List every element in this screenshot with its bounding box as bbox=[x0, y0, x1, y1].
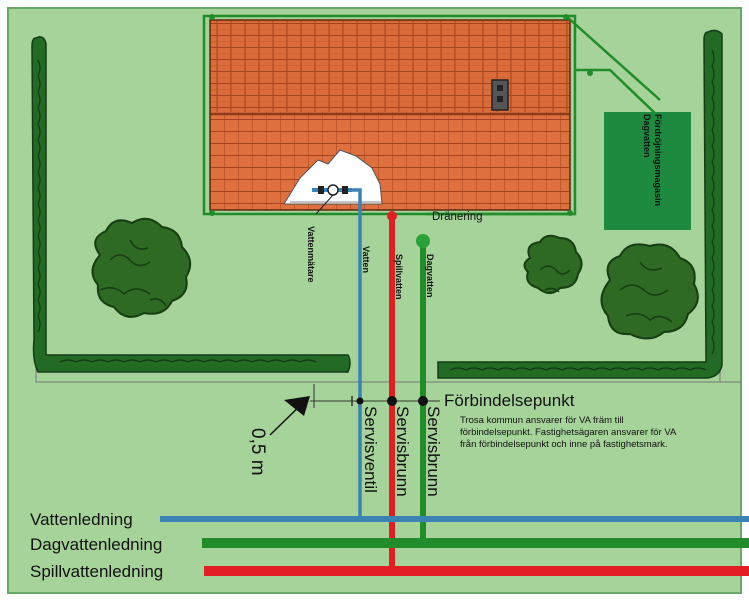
tree-left bbox=[91, 217, 192, 318]
distance-arrow-icon bbox=[269, 396, 310, 436]
connection-point-label: Förbindelsepunkt bbox=[444, 391, 575, 410]
tree-right-large bbox=[600, 243, 699, 340]
house-roof bbox=[209, 19, 571, 211]
water-meter-icon bbox=[312, 184, 352, 196]
storage-label-line-1: Fördröjningsmagasin bbox=[653, 114, 663, 206]
meter-pointer bbox=[315, 194, 334, 215]
storage-label-line-2: Dagvatten bbox=[642, 114, 652, 158]
service-well-label-2: Servisbrunn bbox=[424, 406, 443, 497]
service-well-label-1: Servisbrunn bbox=[393, 406, 412, 497]
note-line-2: förbindelsepunkt. Fastighetsägaren ansva… bbox=[460, 427, 677, 438]
hedge-left-texture bbox=[37, 59, 317, 363]
storage-box bbox=[604, 112, 691, 230]
drainage-label: Dränering bbox=[432, 211, 483, 223]
hedge-left bbox=[31, 36, 351, 373]
water-main-label: Vattenledning bbox=[30, 510, 133, 529]
gutter-lines bbox=[202, 14, 661, 216]
responsibility-note: Trosa kommun ansvarer för VA främ till f… bbox=[460, 415, 678, 450]
storage-box-label: Fördröjningsmagasin Dagvatten bbox=[642, 114, 663, 209]
water-label: Vatten bbox=[361, 246, 371, 273]
note-line-1: Trosa kommun ansvarer för VA främ till bbox=[460, 415, 624, 426]
storm-well-dot bbox=[418, 396, 428, 406]
lawn-border bbox=[7, 7, 742, 594]
chimney-icon bbox=[491, 79, 509, 111]
stormwater-label: Dagvatten bbox=[425, 254, 435, 298]
sewage-main-label: Spillvattenledning bbox=[30, 562, 163, 581]
sewage-well-dot bbox=[387, 396, 397, 406]
sewage-label: Spillvatten bbox=[394, 254, 404, 300]
note-line-3: från förbindelsepunkt och inne på fastig… bbox=[460, 439, 668, 450]
storm-main-label: Dagvattenledning bbox=[30, 535, 162, 554]
water-meter-label: Vattenmätare bbox=[306, 226, 316, 283]
hedge-right-texture bbox=[449, 49, 715, 371]
tree-right-small bbox=[523, 234, 583, 294]
hedge-right bbox=[437, 29, 723, 379]
service-valve-label: Servisventil bbox=[361, 406, 380, 493]
distance-label: 0,5 m bbox=[247, 428, 268, 476]
water-pipe bbox=[350, 188, 362, 517]
service-valve-dot bbox=[356, 397, 364, 405]
